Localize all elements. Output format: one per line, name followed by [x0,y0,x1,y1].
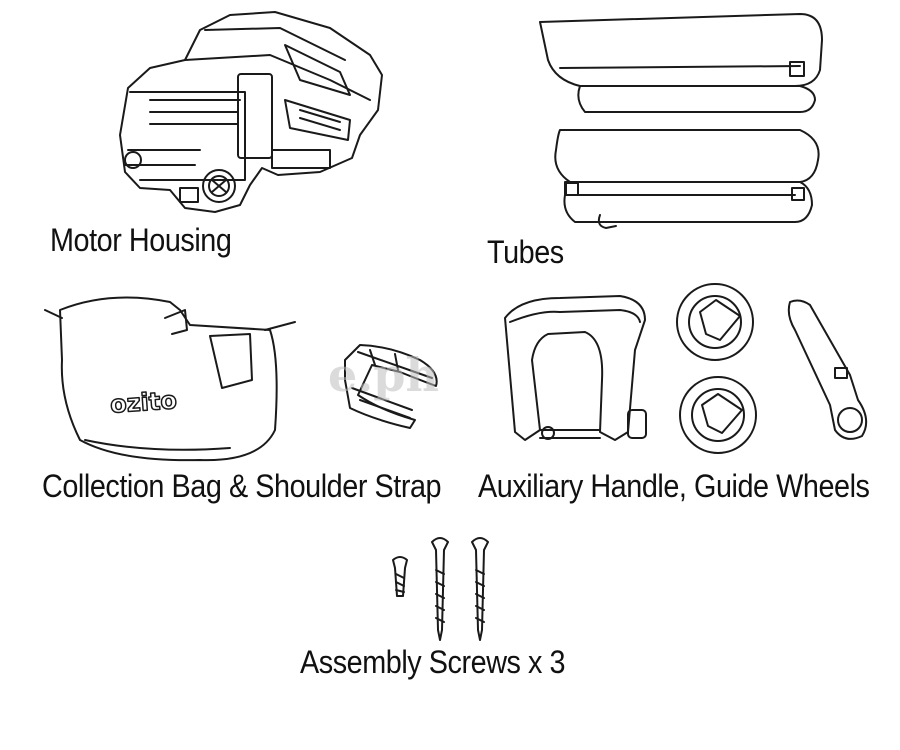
guide-wheel-icon [676,283,757,454]
collection-bag-caption: Collection Bag & Shoulder Strap [42,468,442,504]
auxiliary-handle-icon [504,295,647,441]
tubes-caption: Tubes [487,234,564,270]
tubes-icon [539,13,823,229]
bag-logo-text: ozito [109,386,177,419]
collection-bag-icon: ozito [44,296,296,462]
shoulder-strap-icon [344,344,438,429]
assembly-screws-caption: Assembly Screws x 3 [300,644,566,680]
motor-housing-caption: Motor Housing [50,222,232,258]
auxiliary-handle-caption: Auxiliary Handle, Guide Wheels [478,468,870,504]
watermark: e.ph [328,348,439,402]
screw-icon [392,537,489,641]
motor-housing-icon [119,11,383,213]
strap-clip-icon [787,299,868,440]
